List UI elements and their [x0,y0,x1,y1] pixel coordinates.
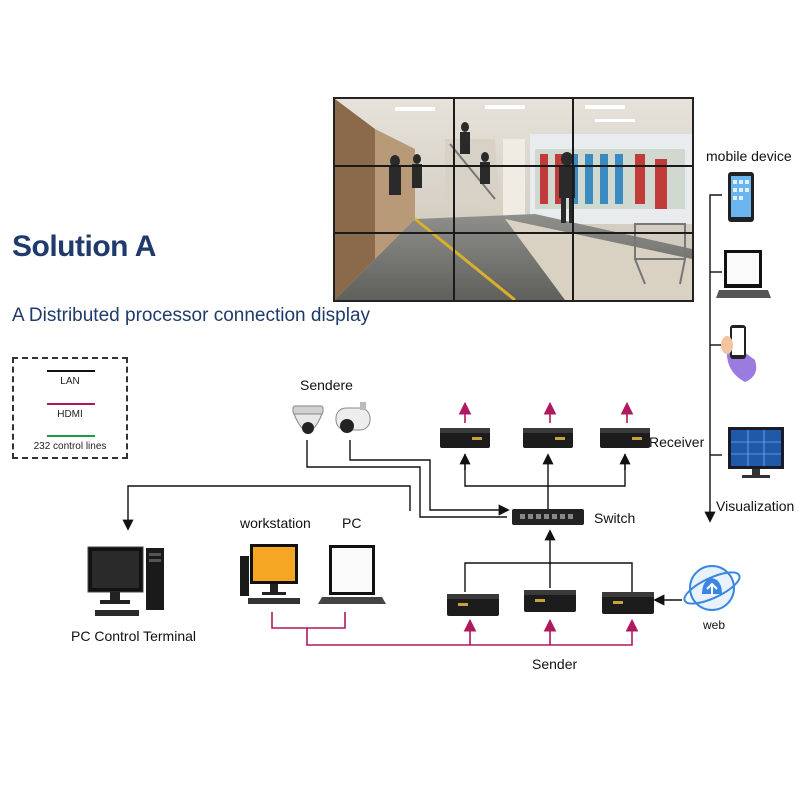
page-subtitle: A Distributed processor connection displ… [12,305,371,326]
lan-senders-bus [464,562,633,592]
lan-line-camera2 [349,440,510,516]
web-globe-icon [683,565,741,611]
receiver-box-icon [600,428,650,448]
lan-line-camera1 [306,440,507,518]
workstation-label: workstation [240,515,311,531]
video-wall-display [333,97,694,302]
receiver-label: Receiver [649,434,705,450]
web-label: web [703,618,726,632]
switch-label: Switch [594,510,636,526]
workstation-icon [240,544,300,604]
pc-control-terminal-label: PC Control Terminal [71,628,197,644]
sender-box-icon [602,592,654,614]
cameras-label: Sendere [300,377,353,393]
lan-mobile-to-web [704,194,722,523]
switch-icon [512,509,584,525]
page-title: Solution A [12,230,156,263]
sender-box-icon [447,594,499,616]
legend-232-label: 232 control lines [33,441,107,452]
receiver-box-icon [440,428,490,448]
video-wall-scene [335,99,692,300]
mobile-device-label: mobile device [706,148,792,164]
tablet-icon [728,172,754,222]
legend-hdmi-label: HDMI [57,409,83,420]
pc-label: PC [342,515,362,531]
lan-receivers-bus [464,454,626,487]
lan-line-pc-terminal [122,485,411,531]
legend-lan-line [47,370,95,372]
sender-box-icon [524,590,576,612]
visualization-label: Visualization [716,498,795,514]
smartphone-icon [721,325,757,382]
desktop-computer-icon [87,546,164,616]
laptop-icon [318,545,386,604]
dome-camera-icon [292,405,324,434]
sender-label: Sender [532,656,578,672]
legend-232-line [47,435,95,437]
legend-hdmi-line [47,403,95,405]
bullet-camera-icon [335,402,371,433]
laptop-icon [716,250,771,298]
legend: LAN HDMI 232 control lines [12,357,128,459]
legend-lan-label: LAN [60,376,80,387]
hdmi-workstation-pc [271,612,346,629]
video-wall-screen-icon [728,427,784,478]
receiver-box-icon [523,428,573,448]
